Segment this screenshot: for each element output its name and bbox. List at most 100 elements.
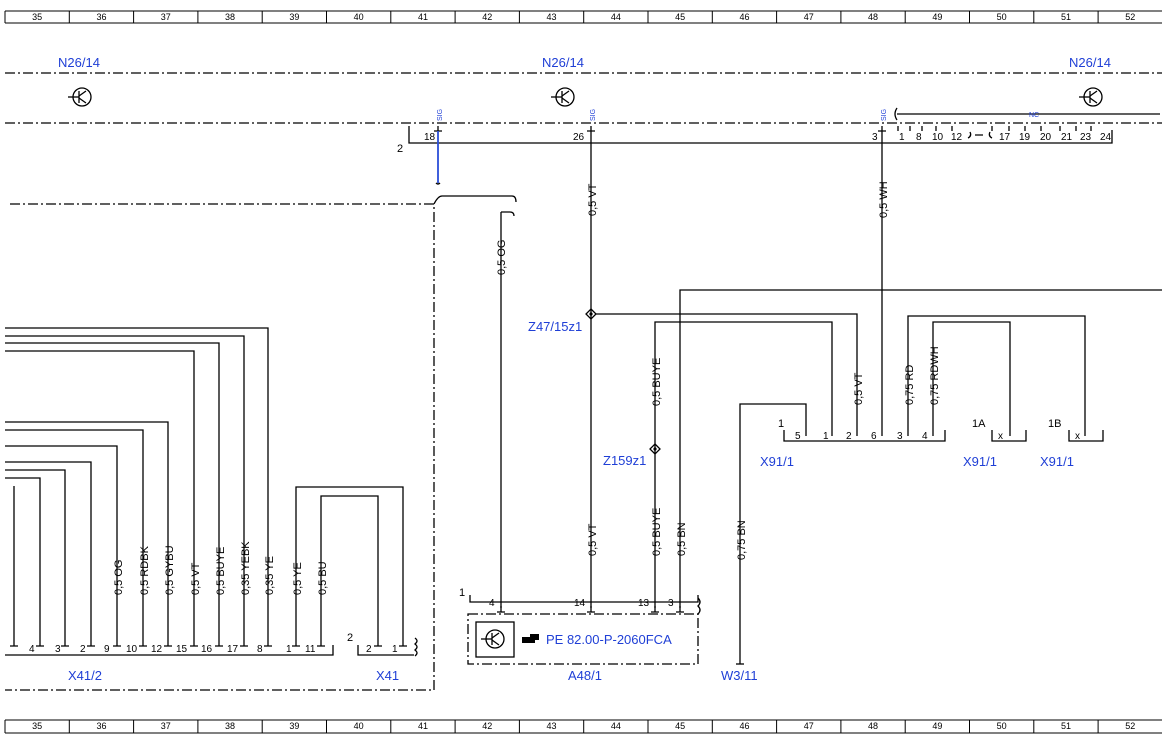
grid-column-label: 49 — [932, 12, 942, 22]
wire-buye — [654, 321, 833, 608]
grid-column-label: 40 — [354, 721, 364, 731]
wire-label-x41-buye: 0,5 BUYE — [215, 547, 227, 595]
grid-column-label: 36 — [96, 12, 106, 22]
pin-19: 19 — [1019, 132, 1031, 143]
x91-pin-3: 3 — [897, 431, 903, 442]
grid-column-label: 52 — [1125, 12, 1135, 22]
connector-x41-2: 4 3 2 9 10 12 15 16 17 8 1 11 X41/2 — [5, 640, 334, 683]
x91-1a-conn: X91/1 — [963, 454, 997, 469]
grid-column-label: 50 — [997, 12, 1007, 22]
x41-2-pin-12: 12 — [151, 644, 163, 655]
grid-column-label: 36 — [96, 721, 106, 731]
pointing-hand-icon — [522, 634, 539, 643]
grid-column-label: 37 — [161, 12, 171, 22]
grid-column-label: 40 — [354, 12, 364, 22]
pin-21: 21 — [1061, 132, 1073, 143]
x91-pin-1: 1 — [823, 431, 829, 442]
splice-z47 — [585, 308, 597, 320]
x41-2-label: X41/2 — [68, 668, 102, 683]
x41-wire-bundle — [5, 327, 404, 640]
left-module-boundary — [5, 203, 435, 691]
x41-pin-1: 1 — [392, 644, 398, 655]
x91-shell: 1 — [778, 418, 784, 430]
wire-label-bn-low: 0,5 BN — [676, 522, 688, 556]
x41-2-pin-10: 10 — [126, 644, 138, 655]
wire-label-x41-bu: 0,5 BU — [317, 561, 329, 595]
pin-18: 18 — [424, 132, 436, 143]
connector-x41: 2 2 1 X41 — [347, 632, 418, 683]
wire-label-x41-vt: 0,5 VT — [190, 562, 202, 595]
pin-1: 1 — [899, 132, 905, 143]
pin-24: 24 — [1100, 132, 1112, 143]
a48-pin-4: 4 — [489, 598, 495, 609]
grid-column-label: 52 — [1125, 721, 1135, 731]
module-label-n26-mid: N26/14 — [542, 55, 584, 70]
splice-z159 — [649, 443, 661, 455]
wire-label-buye-mid: 0,5 BUYE — [651, 358, 663, 406]
grid-column-label: 47 — [804, 12, 814, 22]
x91-1a-x: x — [998, 431, 1003, 442]
a48-reference: PE 82.00-P-2060FCA — [546, 632, 672, 647]
wire-label-wh: 0,5 WH — [878, 181, 890, 218]
pin-26: 26 — [573, 132, 585, 143]
pin-3: 3 — [872, 132, 878, 143]
x91-pin-5: 5 — [795, 431, 801, 442]
wire-label-bn75: 0,75 BN — [736, 520, 748, 560]
pin-23: 23 — [1080, 132, 1092, 143]
pin-8: 8 — [916, 132, 922, 143]
grid-column-label: 45 — [675, 721, 685, 731]
wire-label-buye-low: 0,5 BUYE — [651, 508, 663, 556]
x91-pin-4: 4 — [922, 431, 928, 442]
grid-column-label: 41 — [418, 12, 428, 22]
splice-label-z159: Z159z1 — [603, 453, 646, 468]
wire-bn75 — [739, 403, 807, 664]
wire-label-x41-gybu: 0,5 GYBU — [164, 545, 176, 595]
x91-1b-label: 1B — [1048, 418, 1061, 430]
x91-1b-x: x — [1075, 431, 1080, 442]
grid-column-label: 47 — [804, 721, 814, 731]
transistor-icon — [1079, 87, 1103, 107]
a48-pin-14: 14 — [574, 598, 586, 609]
x41-2-pin-1: 1 — [286, 644, 292, 655]
grid-column-label: 46 — [739, 721, 749, 731]
grid-column-label: 37 — [161, 721, 171, 731]
wire-label-x41-rdbk: 0,5 RDBK — [139, 545, 151, 595]
transistor-icon — [68, 87, 92, 107]
a48-shell: 1 — [459, 587, 465, 599]
x91-label: X91/1 — [760, 454, 794, 469]
wire-label-rd: 0,75 RD — [904, 365, 916, 405]
grid-column-label: 39 — [289, 721, 299, 731]
x41-2-pin-16: 16 — [201, 644, 213, 655]
module-n26-boundary — [5, 72, 1162, 124]
x41-2-pin-11: 11 — [305, 644, 316, 655]
grid-column-label: 35 — [32, 12, 42, 22]
connector-x91-1a: 1A x X91/1 — [963, 418, 1027, 469]
grid-column-label: 51 — [1061, 12, 1071, 22]
x41-2-pin-4: 4 — [29, 644, 35, 655]
wire-bn — [679, 289, 1162, 608]
x91-pin-2: 2 — [846, 431, 852, 442]
grid-column-label: 35 — [32, 721, 42, 731]
grid-column-label: 44 — [611, 721, 621, 731]
grid-column-label: 39 — [289, 12, 299, 22]
pin-12: 12 — [951, 132, 963, 143]
sig-label-18: SIG — [437, 109, 444, 121]
grid-column-label: 42 — [482, 721, 492, 731]
grid-column-label: 48 — [868, 721, 878, 731]
module-a48: 1 4 14 13 3 PE 82.00-P-2060FCA A48/1 — [459, 587, 701, 683]
wire-label-vt-right: 0,5 VT — [853, 372, 865, 405]
wire-label-og: 0,5 OG — [496, 240, 508, 275]
a48-pin-3: 3 — [668, 598, 674, 609]
connector-x91: 1 5 1 2 6 3 4 X91/1 — [760, 418, 946, 469]
wire-label-rdwh: 0,75 RDWH — [929, 346, 941, 405]
pin-10: 10 — [932, 132, 944, 143]
splice-label-z47: Z47/15z1 — [528, 319, 582, 334]
grid-column-label: 50 — [997, 721, 1007, 731]
x91-1a-label: 1A — [972, 418, 986, 430]
grid-column-label: 44 — [611, 12, 621, 22]
top-connector: 2 18 26 3 1 8 10 12 17 19 20 21 23 24 — [397, 126, 1113, 155]
grid-column-label: 38 — [225, 721, 235, 731]
x91-1b-conn: X91/1 — [1040, 454, 1074, 469]
